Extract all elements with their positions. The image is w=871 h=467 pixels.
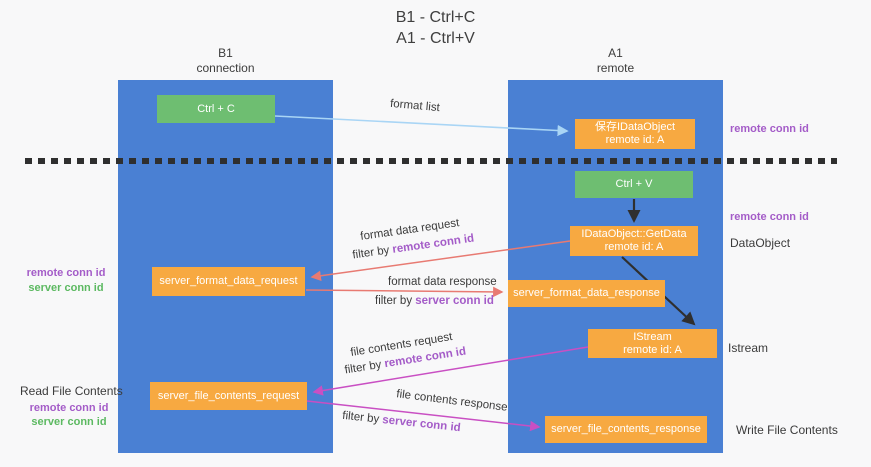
ctrl-v-label: Ctrl + V xyxy=(615,178,653,190)
lane-header-b1-name: B1 xyxy=(218,46,233,60)
server-file-contents-request-label: server_file_contents_request xyxy=(157,389,300,402)
filter-prefix-2: filter by xyxy=(375,295,416,307)
lane-header-a1: A1 remote xyxy=(508,46,723,76)
filter-by-server-conn-id-label-1: filter by server conn id xyxy=(375,295,494,307)
remote-conn-id-label-left-bottom: remote conn id xyxy=(29,402,109,414)
ctrl-c-label: Ctrl + C xyxy=(197,102,235,115)
istream-node-line2: remote id: A xyxy=(623,343,682,356)
istream-node-line1: IStream xyxy=(633,330,672,343)
server-format-data-request-label: server_format_data_request xyxy=(159,275,298,287)
server-conn-id-label-left-mid: server conn id xyxy=(28,282,104,294)
server-file-contents-request-node: server_file_contents_request xyxy=(150,382,307,410)
lane-header-b1: B1 connection xyxy=(118,46,333,76)
read-file-contents-label: Read File Contents xyxy=(20,384,123,398)
remote-conn-id-label-right-mid: remote conn id xyxy=(730,211,809,223)
getdata-node: IDataObject::GetData remote id: A xyxy=(570,226,698,256)
write-file-contents-label: Write File Contents xyxy=(736,423,838,437)
server-format-data-request-node: server_format_data_request xyxy=(152,267,305,296)
dataobject-label: DataObject xyxy=(730,236,791,250)
title-line-1: B1 - Ctrl+C xyxy=(395,9,476,26)
getdata-line1: IDataObject::GetData xyxy=(581,228,687,240)
save-idataobject-node: 保存IDataObject remote id: A xyxy=(575,119,695,149)
server-conn-id-highlight-1: server conn id xyxy=(415,295,494,307)
file-contents-response-label: file contents response xyxy=(395,388,509,414)
ctrl-c-node: Ctrl + C xyxy=(157,95,275,123)
lane-header-a1-role: remote xyxy=(596,61,635,75)
ctrl-v-node: Ctrl + V xyxy=(575,171,693,198)
getdata-line2: remote id: A xyxy=(604,241,664,253)
filter-by-server-conn-id-label-2: filter by server conn id xyxy=(342,410,461,434)
save-idataobject-line1: 保存IDataObject xyxy=(594,121,676,133)
istream-label: Istream xyxy=(728,341,769,355)
istream-node: IStream remote id: A xyxy=(588,329,717,358)
filter-prefix-1: filter by xyxy=(351,243,394,262)
lane-header-b1-role: connection xyxy=(196,61,255,75)
server-format-data-response-node: server_format_data_response xyxy=(508,280,665,307)
filter-prefix-4: filter by xyxy=(341,409,383,426)
server-format-data-response-label: server_format_data_response xyxy=(513,287,660,299)
remote-conn-id-label-left-mid: remote conn id xyxy=(26,267,106,279)
format-data-response-arrow xyxy=(305,286,504,298)
title-line-2: A1 - Ctrl+V xyxy=(396,30,475,47)
server-conn-id-label-left-bottom: server conn id xyxy=(31,416,107,428)
page-title: B1 - Ctrl+C A1 - Ctrl+V xyxy=(0,7,871,49)
format-list-label: format list xyxy=(389,97,441,115)
server-file-contents-response-node: server_file_contents_response xyxy=(545,416,707,443)
server-conn-id-highlight-2: server conn id xyxy=(381,414,462,435)
lane-header-a1-name: A1 xyxy=(608,46,623,60)
save-idataobject-line2: remote id: A xyxy=(605,134,665,146)
remote-conn-id-label-right-top: remote conn id xyxy=(730,123,809,135)
server-file-contents-response-label: server_file_contents_response xyxy=(551,423,701,435)
dashed-divider xyxy=(25,158,837,164)
format-data-response-label: format data response xyxy=(388,276,497,288)
filter-prefix-3: filter by xyxy=(343,358,386,377)
